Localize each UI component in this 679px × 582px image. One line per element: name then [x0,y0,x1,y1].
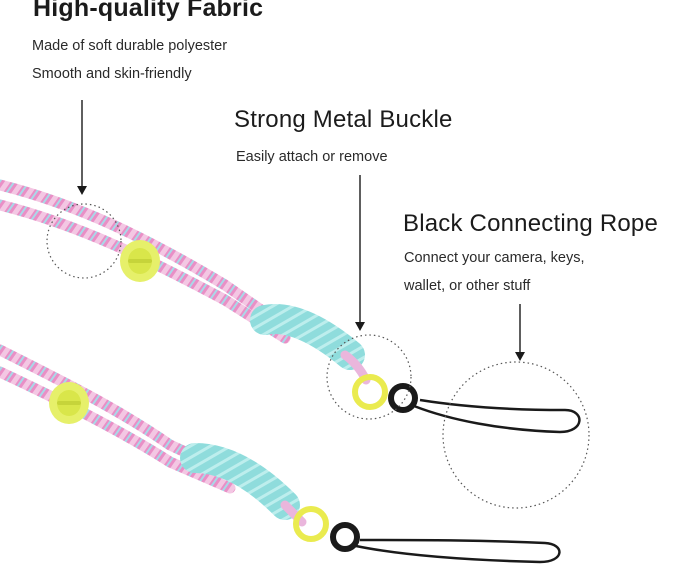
fabric-arrow [77,100,87,195]
feature-buckle-line-1: Easily attach or remove [236,149,388,165]
lower-black-ring [330,522,360,552]
feature-fabric-line-1: Made of soft durable polyester [32,38,228,54]
callout-circles [46,203,590,509]
upper-black-loop [413,398,581,434]
lower-lanyard [0,344,561,564]
fabric-callout-circle [46,203,122,279]
lower-black-loop [355,538,561,564]
buckle-arrow [355,175,365,331]
buckle-callout-circle [326,334,412,420]
rope-arrow [515,304,525,361]
feature-rope-line-1: Connect your camera, keys, [404,250,585,266]
feature-title-rope: Black Connecting Rope [403,210,659,237]
feature-title-buckle: Strong Metal Buckle [234,106,453,133]
callout-arrows [77,100,525,361]
upper-black-ring [388,383,418,413]
feature-rope-line-2: wallet, or other stuff [404,278,531,294]
upper-metal-buckle [352,374,388,410]
upper-lanyard [0,179,581,434]
lower-braided-knot [180,443,300,520]
lower-metal-buckle [293,506,329,542]
upper-braided-knot [250,304,365,370]
lower-slider-bead [49,382,89,424]
feature-title-fabric: High-quality Fabric [33,0,264,22]
feature-fabric-line-2: Smooth and skin-friendly [32,66,192,82]
upper-slider-bead [120,240,160,282]
rope-callout-circle [442,361,590,509]
